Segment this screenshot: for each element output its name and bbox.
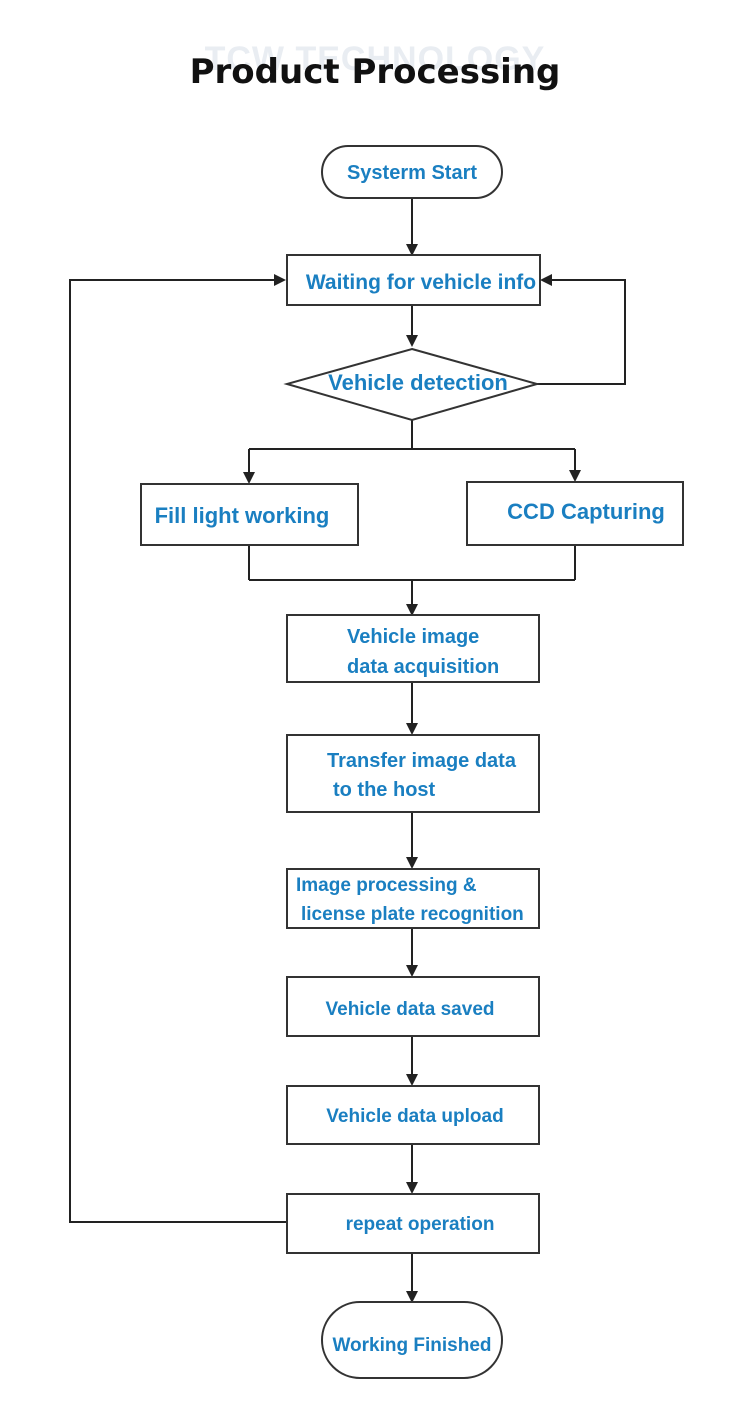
upload-box [286, 1085, 540, 1145]
arrow-detection-loop [537, 274, 626, 385]
repeat-box [286, 1193, 540, 1254]
label-detection: Vehicle detection [328, 370, 508, 395]
label-processing-line1: Image processing & [296, 875, 477, 896]
fill-light-box [140, 483, 359, 546]
label-finished: Working Finished [332, 1335, 491, 1356]
flow-shapes [140, 145, 684, 1379]
label-fill-light: Fill light working [155, 503, 330, 528]
label-transfer-line2: to the host [333, 779, 436, 801]
label-upload: Vehicle data upload [326, 1106, 503, 1127]
label-acquisition-line2: data acquisition [347, 656, 499, 678]
label-processing-line2: license plate recognition [301, 904, 524, 925]
finished-terminal [321, 1301, 503, 1379]
label-transfer-line1: Transfer image data [327, 750, 517, 772]
label-acquisition-line1: Vehicle image [347, 626, 479, 648]
waiting-box [286, 254, 541, 306]
label-ccd: CCD Capturing [507, 499, 665, 524]
label-saved: Vehicle data saved [326, 999, 495, 1020]
transfer-box [286, 734, 540, 813]
arrow-repeat-loop [69, 274, 287, 1223]
detection-diamond [283, 347, 541, 422]
ccd-box [466, 481, 684, 546]
start-terminal [321, 145, 503, 199]
acquisition-box [286, 614, 540, 683]
page-title: Product Processing [189, 52, 561, 92]
flow-labels: Systerm Start Waiting for vehicle info V… [155, 162, 665, 1356]
processing-box [286, 868, 540, 929]
label-waiting: Waiting for vehicle info [306, 271, 536, 294]
saved-box [286, 976, 540, 1037]
flow-connectors [69, 198, 626, 1303]
label-start: Systerm Start [347, 162, 477, 184]
label-repeat: repeat operation [346, 1214, 495, 1235]
watermark: TCW TECHNOLOGY [204, 40, 546, 78]
